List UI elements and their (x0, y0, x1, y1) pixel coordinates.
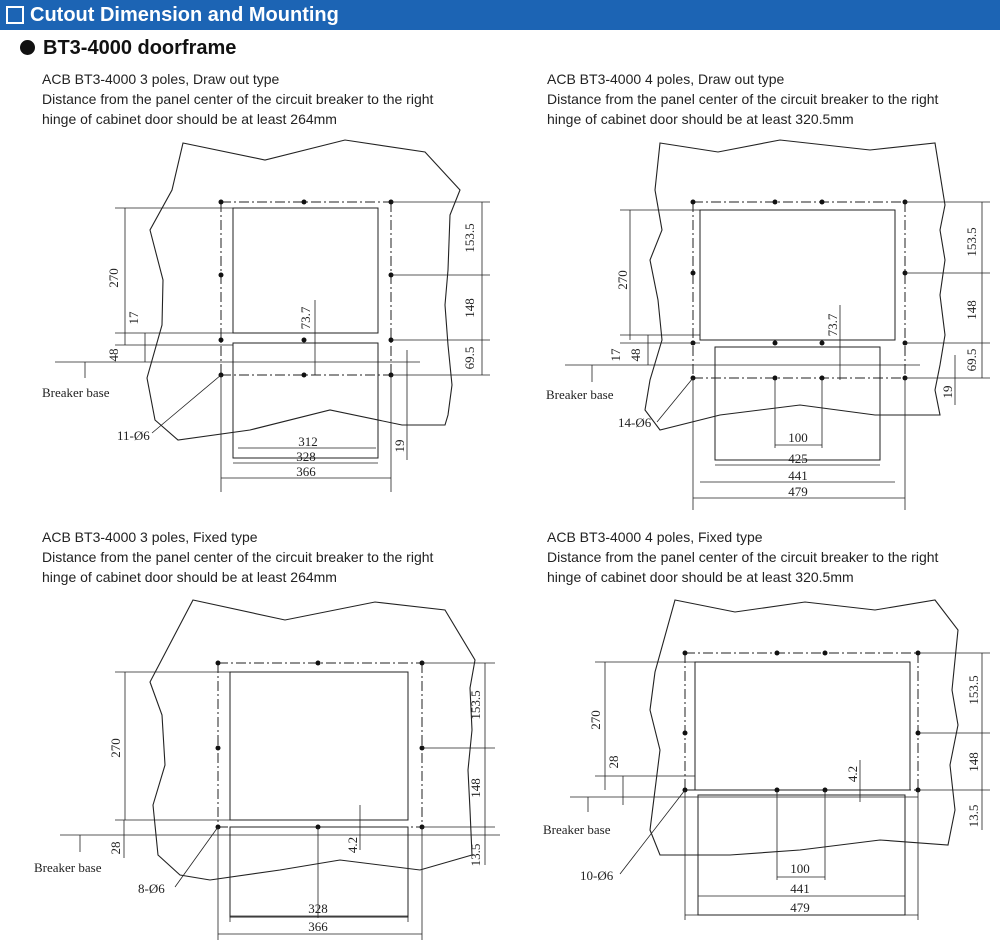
breaker-base-label: Breaker base (34, 860, 102, 875)
breaker-panel (699, 209, 896, 341)
subsection-title: BT3-4000 doorframe (20, 36, 236, 60)
dim-w328: 328 (296, 449, 316, 464)
caption-title: ACB BT3-4000 3 poles, Draw out type (42, 71, 280, 87)
dim-148: 148 (462, 298, 477, 318)
dim-73: 73.7 (825, 313, 840, 336)
dim-148: 148 (468, 778, 483, 798)
dim-w366: 366 (308, 919, 328, 934)
breaker-body (714, 346, 881, 461)
mounting-holes (218, 199, 394, 378)
caption-line: Distance from the panel center of the ci… (42, 91, 434, 107)
holes-label: 8-Ø6 (138, 881, 165, 896)
diagram-3p-fixed: 270 28 153.5 148 13.5 4.2 328 366 Breake… (34, 599, 500, 940)
breaker-panel (232, 207, 379, 334)
breaker-base-label: Breaker base (543, 822, 611, 837)
breaker-base-label: Breaker base (42, 385, 110, 400)
diagram-4p-fixed: 270 28 153.5 148 13.5 4.2 100 441 479 Br… (543, 599, 990, 920)
caption-title: ACB BT3-4000 3 poles, Fixed type (42, 529, 258, 545)
dim-153: 153.5 (966, 675, 981, 704)
caption-title: ACB BT3-4000 4 poles, Fixed type (547, 529, 763, 545)
dim-148: 148 (966, 752, 981, 772)
dim-153: 153.5 (964, 227, 979, 256)
caption-3p-fixed: ACB BT3-4000 3 poles, Fixed type Distanc… (42, 527, 433, 587)
breaker-panel (694, 661, 911, 791)
door-cutout-outline (649, 599, 959, 856)
dim-17: 17 (608, 348, 623, 362)
mounting-holes (690, 199, 908, 381)
dim-w100: 100 (790, 861, 810, 876)
mounting-holes (682, 650, 921, 793)
dim-w441: 441 (788, 468, 808, 483)
dim-19: 19 (392, 440, 407, 453)
subsection-title-text: BT3-4000 doorframe (43, 37, 237, 59)
dim-w312: 312 (298, 434, 318, 449)
dim-w425: 425 (788, 451, 808, 466)
checkbox-square-icon (6, 6, 24, 24)
dim-h-total: 270 (106, 268, 121, 288)
dim-w479: 479 (790, 900, 810, 915)
dim-13: 13.5 (966, 805, 981, 828)
caption-line: Distance from the panel center of the ci… (547, 91, 939, 107)
caption-line: hinge of cabinet door should be at least… (547, 111, 854, 127)
mounting-holes (215, 660, 425, 830)
dim-48: 48 (628, 349, 643, 362)
door-cutout-outline (149, 599, 476, 881)
bullet-icon (20, 40, 35, 55)
dim-4: 4.2 (845, 766, 860, 782)
dim-13: 13.5 (468, 844, 483, 867)
caption-line: Distance from the panel center of the ci… (42, 549, 434, 565)
dim-w366: 366 (296, 464, 316, 479)
dim-h-total: 270 (108, 738, 123, 758)
caption-line: hinge of cabinet door should be at least… (547, 569, 854, 585)
dim-w441: 441 (790, 881, 810, 896)
holes-label: 11-Ø6 (117, 428, 150, 443)
breaker-body (232, 342, 379, 459)
holes-label: 14-Ø6 (618, 415, 652, 430)
dim-19: 19 (940, 386, 955, 399)
breaker-panel (229, 671, 409, 821)
header-title: Cutout Dimension and Mounting (30, 4, 339, 26)
dim-48: 48 (106, 349, 121, 362)
diagram-3p-drawout: 270 17 48 153.5 148 69.5 19 73.7 312 328… (42, 139, 490, 492)
caption-3p-drawout: ACB BT3-4000 3 poles, Draw out type Dist… (42, 69, 433, 129)
caption-line: Distance from the panel center of the ci… (547, 549, 939, 565)
dim-153: 153.5 (468, 690, 483, 719)
dim-73: 73.7 (298, 306, 313, 329)
dim-w479: 479 (788, 484, 808, 499)
dim-w100: 100 (788, 430, 808, 445)
dim-28: 28 (108, 842, 123, 855)
dim-148: 148 (964, 300, 979, 320)
breaker-base-label: Breaker base (546, 387, 614, 402)
dim-69: 69.5 (462, 347, 477, 370)
dim-28: 28 (606, 756, 621, 769)
dim-4: 4.2 (345, 837, 360, 853)
caption-line: hinge of cabinet door should be at least… (42, 111, 337, 127)
dim-69: 69.5 (964, 349, 979, 372)
dim-17: 17 (126, 311, 141, 325)
caption-4p-drawout: ACB BT3-4000 4 poles, Draw out type Dist… (547, 69, 938, 129)
caption-4p-fixed: ACB BT3-4000 4 poles, Fixed type Distanc… (547, 527, 938, 587)
door-cutout-outline (644, 139, 946, 431)
diagram-4p-drawout: 270 17 48 153.5 148 69.5 19 73.7 100 425… (546, 139, 990, 510)
caption-title: ACB BT3-4000 4 poles, Draw out type (547, 71, 785, 87)
section-header: Cutout Dimension and Mounting (0, 0, 1000, 30)
dim-h-total: 270 (615, 270, 630, 290)
dim-h-total: 270 (588, 710, 603, 730)
holes-label: 10-Ø6 (580, 868, 614, 883)
door-cutout-outline (146, 139, 461, 441)
caption-line: hinge of cabinet door should be at least… (42, 569, 337, 585)
dim-153: 153.5 (462, 223, 477, 252)
dim-w328: 328 (308, 901, 328, 916)
